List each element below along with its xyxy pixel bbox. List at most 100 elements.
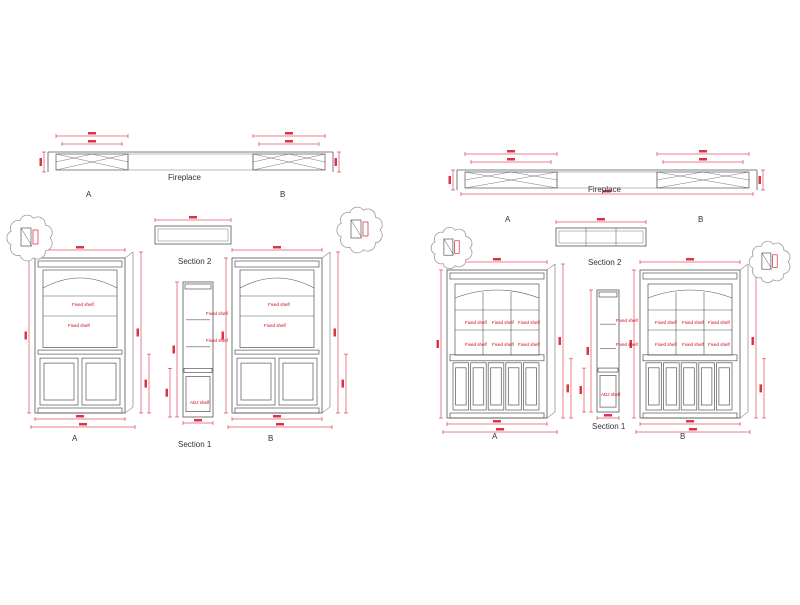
right-s1-adj-shelf-label: ADJ shelf [601,392,621,397]
right-elevation-a-side-top [546,263,556,271]
right-elevation-a-dim-bot2-value [496,428,504,431]
left-elevation-b-outer [231,257,323,414]
left-plan-a-label: A [86,190,92,199]
left-elevation-b-dim-right-value [333,328,336,337]
right-section2-dim-value [597,218,605,221]
right-elevation-b-door-2 [663,362,680,411]
left-elevation-b-dim-right2-value [341,379,344,388]
right-elevation-a-panel-4 [507,367,520,406]
right-a-fixed-shelf-label-3: Fixed shelf [518,320,540,325]
left-plan-fireplace-zone [127,153,254,171]
right-detail-cloud-left [430,227,473,269]
right-elevation-b-dim-bot2-value [689,428,697,431]
left-elevation-a-dim-right-value [136,328,139,337]
left-plan-cabinet-b-diag3 [252,153,290,163]
right-elevation-a-dim-top-value [493,258,501,261]
left-section2 [154,216,232,245]
right-elev-b-label: B [680,432,686,441]
right-elevation-b-door-3 [680,362,698,411]
left-detail-cloud-right [336,206,383,254]
left-elevation-a-dim-bot-value [76,415,84,418]
right-detail-cloud-right-detail-dim [772,254,778,268]
right-elevation-b-panel-2 [665,367,678,406]
left-plan-dim-right-value [334,158,337,166]
right-plan-fireplace-zone [556,171,658,189]
right-plan-dim-b2-value [699,158,707,161]
right-plan-dim-a2-value [507,158,515,161]
left-elev-a-label: A [72,434,78,443]
right-elevation-a-counter [449,354,545,362]
right-plan-dim-a1-value [507,150,515,153]
right-detail-cloud-left-detail-diag [443,238,455,256]
right-plan-dim-depth-value [603,190,611,193]
left-section2-inner [157,228,229,242]
left-elevation-a-dim-right2-value [144,379,147,388]
left-plan-b-label: B [280,190,286,199]
left-elevation-a-crown [37,260,123,268]
right-a-fixed-shelf-label-2: Fixed shelf [492,320,514,325]
left-elevation-a-door-1 [39,357,79,406]
right-a-fixed-shelf-label: Fixed shelf [465,320,487,325]
right-section1-dim-left2-value [579,386,582,395]
left-elevation-a-dim-left-value [24,331,27,340]
left-elevation-b-open-frame [239,269,315,348]
left-elevation-b-dim-bot-value [273,415,281,418]
left-elevation-b-crown [234,260,320,268]
right-b-fixed-shelf-label: Fixed shelf [655,320,677,325]
right-plan-a-label: A [505,215,511,224]
right-elevation-b-side-top [739,263,749,271]
left-plan-cabinet-a-diag3 [55,153,93,163]
right-elevation-a-door-1 [452,362,469,411]
left-plan-cabinet-a-diag4 [91,153,129,163]
right-detail-cloud-left-detail-box [443,238,454,256]
right-b-fixed-shelf-label-3: Fixed shelf [708,320,730,325]
right-elevation-b-panel-5 [718,367,730,406]
left-elevation-a-outer [34,257,126,414]
right-elevation-a-door-4 [505,362,522,411]
right-plan-cabinet-b-diag2 [656,171,750,189]
left-elevation-b-side-bot [321,406,331,414]
right-elevation-a-dim-bot-value [493,420,501,423]
left-elevation-a-counter [37,349,123,355]
left-section2-label: Section 2 [178,257,212,266]
right-elevation-a-side-bot [546,411,556,419]
left-detail-cloud-left-outline [6,214,53,262]
right-a-fixed-shelf-label-4: Fixed shelf [465,342,487,347]
left-elev-b-label: B [268,434,274,443]
right-elevation-a-dim-right-value [558,337,561,345]
left-elevation-b-side-top [321,251,331,259]
right-elevation-a-dim-left-value [436,340,439,348]
right-elevation-b-toe-kick [642,412,738,419]
right-elevation-b-panel-1 [648,367,660,406]
left-detail-cloud-left-detail-dim [32,229,39,245]
left-detail-cloud-right-outline [336,206,383,254]
left-elevation-b-panel-2 [282,362,314,401]
left-plan-dim-a1-value [88,132,96,135]
right-detail-cloud-right-detail-diag [761,252,773,270]
left-elevation-a-door-2 [81,357,121,406]
right-elevation-a-panel-3 [490,367,502,406]
right-plan-dim-b1-value [699,150,707,153]
left-plan-dim-a2-value [88,140,96,143]
left-s1-adj-shelf-label: ADJ shelf [190,400,210,405]
right-elevation-a-door-5 [523,362,540,411]
left-b-fixed-shelf-label: Fixed shelf [268,302,290,307]
left-a-fixed-shelf-label-2: Fixed shelf [68,323,90,328]
right-section1-dim-left-value [586,347,589,355]
left-elevation-b-door-1 [236,357,276,406]
left-detail-cloud-right-detail-dim [362,221,369,237]
left-elevation-a-arch [42,277,118,289]
right-detail-cloud-right-outline [748,241,791,283]
right-elevation-a-panel-1 [455,367,467,406]
right-elevation-b-arch [647,289,733,299]
right-section1 [579,289,620,420]
right-elevation-b-dim-left-value [629,340,632,348]
right-elevation-a-dim-right2-value [566,384,569,393]
right-plan-view [448,150,765,196]
left-elevation-b-arch [239,277,315,289]
right-fireplace-label: Fireplace [588,185,621,194]
left-plan-dim-b1-value [285,132,293,135]
right-section2 [555,218,647,247]
